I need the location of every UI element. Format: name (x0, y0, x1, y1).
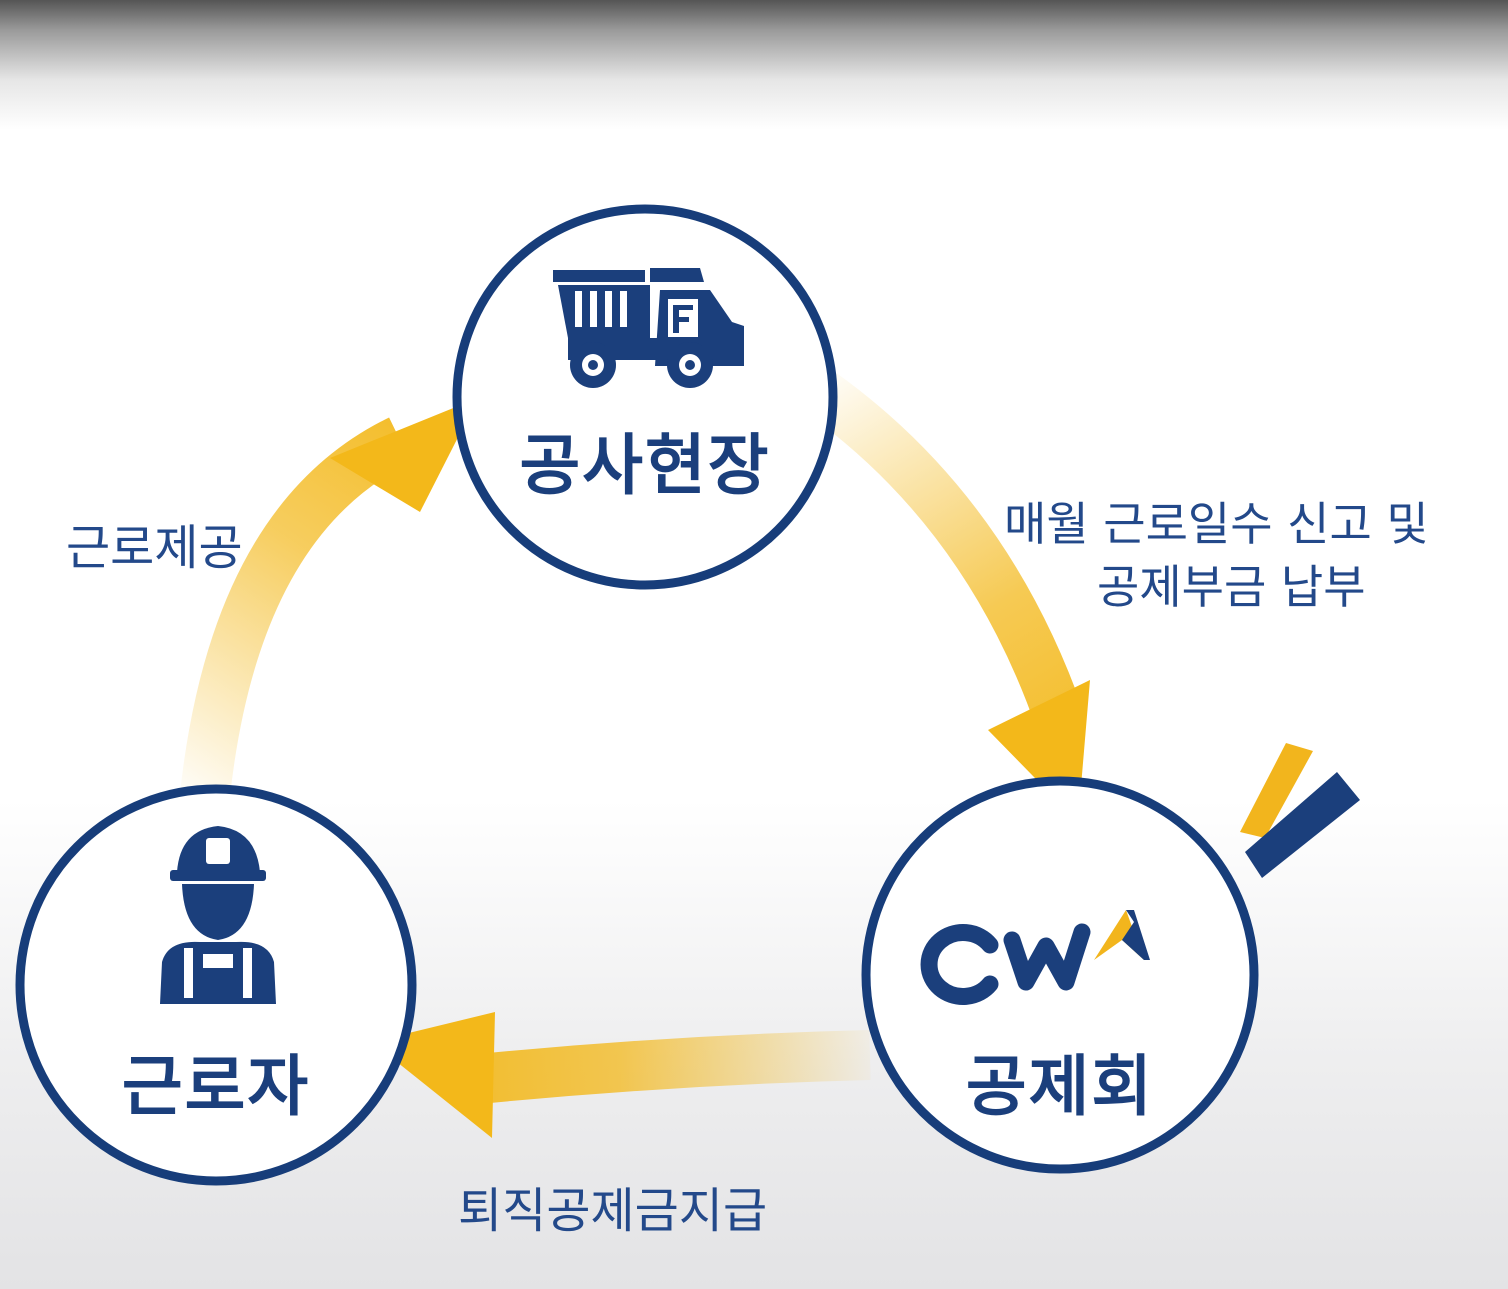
edge-label-retirement-payout: 퇴직공제금지급 (458, 1183, 768, 1239)
edge-label-labor-provision: 근로제공 (66, 520, 243, 576)
dump-truck-icon (553, 268, 744, 388)
worker-label: 근로자 (121, 1048, 311, 1125)
construction-site-label: 공사현장 (519, 427, 771, 504)
worker-icon (160, 826, 276, 1004)
edge-label-monthly-report: 매월 근로일수 신고 및 (1004, 497, 1429, 551)
construction-site-circle (452, 204, 838, 590)
arrow-worker-to-site (180, 398, 478, 798)
mutual-aid-label: 공제회 (965, 1048, 1155, 1125)
cw-logo (920, 910, 1150, 1005)
edge-label-premium-payment: 공제부금 납부 (1097, 560, 1366, 614)
arrow-aid-to-worker (372, 1012, 871, 1138)
arrow-site-to-aid (795, 364, 1090, 822)
accent-strokes (1240, 743, 1360, 878)
